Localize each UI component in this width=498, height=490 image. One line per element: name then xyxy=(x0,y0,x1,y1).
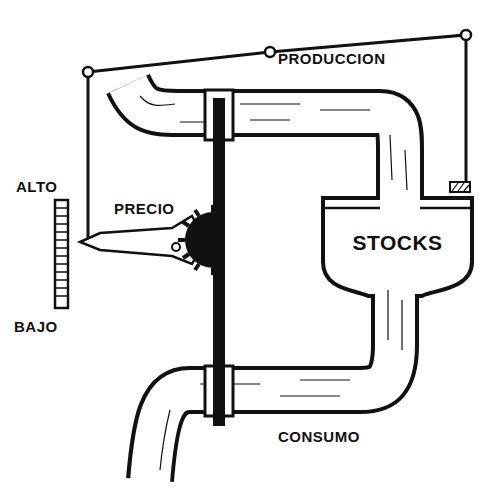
consumption-pipe xyxy=(150,268,395,482)
joint xyxy=(265,47,275,57)
part-label: CONSUMO xyxy=(278,428,360,445)
float-hatch xyxy=(452,183,469,191)
tank-label: STOCKS xyxy=(352,231,442,255)
part-label: ALTO xyxy=(16,178,57,195)
part-label: PRECIO xyxy=(114,200,175,217)
linkage-rod xyxy=(87,72,90,238)
part-label: PRODUCCION xyxy=(278,50,386,67)
tank-label-box: STOCKS xyxy=(330,218,465,268)
joint xyxy=(461,30,471,40)
part-label: BAJO xyxy=(14,318,58,335)
price-scale xyxy=(55,200,68,308)
float xyxy=(450,182,470,192)
gear-teeth xyxy=(178,205,213,275)
flow-lines xyxy=(140,96,407,470)
production-pipe xyxy=(128,84,400,212)
joint xyxy=(83,67,93,77)
lever-pivot xyxy=(172,243,180,251)
valve-shaft xyxy=(213,98,225,426)
gear xyxy=(185,212,213,268)
